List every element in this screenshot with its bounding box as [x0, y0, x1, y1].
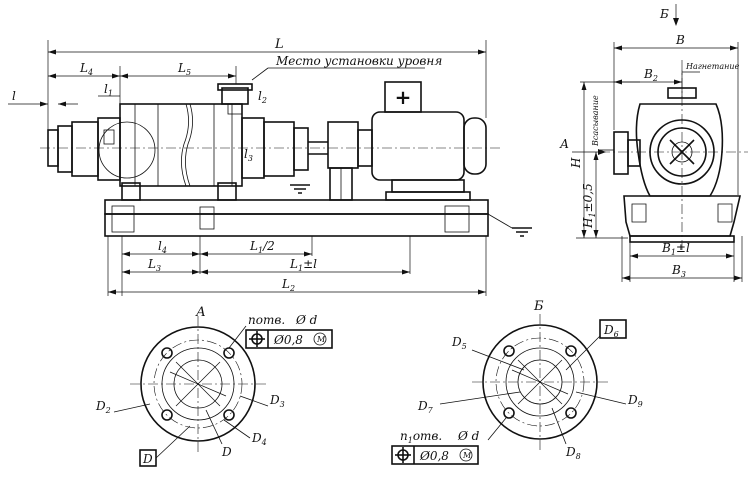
bearing-housing-left: [71, 121, 99, 177]
svg-text:M: M: [316, 335, 326, 344]
end-view: Б B B2 Нагнетание Всасывание: [559, 4, 748, 282]
label-tol-B: Ø0,8: [419, 449, 449, 463]
suction-flange-circle: [98, 121, 156, 179]
terminal-box: [384, 81, 422, 113]
base-frame-bottom: [104, 213, 489, 237]
pump-foot-right: [217, 182, 237, 201]
label-l: l: [12, 89, 16, 103]
bolt-hole: [223, 409, 235, 421]
coupling-guard: [327, 121, 359, 169]
label-holes-B: n1отв.: [400, 429, 442, 445]
label-D9: D9: [627, 393, 643, 409]
flange-view-B: Б D5 D6 D7 D9 D8 n1отв. Ø d Ø0,: [391, 299, 643, 465]
bolt-hole: [503, 345, 515, 357]
ground-symbol-1: [290, 184, 310, 194]
label-holes-A: nотв.: [248, 313, 285, 327]
bolt-hole: [565, 407, 577, 419]
motor-foot: [391, 179, 465, 193]
label-diam-d-A: Ø d: [295, 313, 318, 327]
label-B1: B1±l: [661, 241, 690, 257]
label-l3: l3: [244, 147, 253, 163]
label-L2: L2: [281, 277, 295, 293]
label-B: B: [675, 33, 685, 47]
label-L1-tol: L1±l: [289, 257, 317, 273]
label-L3-bottom: L3: [147, 257, 161, 273]
svg-text:M: M: [462, 451, 472, 460]
label-D8: D8: [565, 445, 581, 461]
motor-fan-cover: [463, 117, 487, 175]
base-pocket-mid: [199, 206, 215, 230]
label-l2: l2: [258, 89, 267, 105]
label-view-B-arrow: Б: [659, 7, 669, 21]
discharge-flange: [217, 83, 253, 91]
flange-view-A: А nотв. Ø d Ø0,8 M D2 D3 D4 D: [95, 305, 333, 467]
label-D7: D7: [417, 399, 434, 415]
bolt-hole: [161, 347, 173, 359]
side-view: + L L4 L5 l l1 l2 l3: [8, 37, 532, 296]
label-L: L: [274, 37, 284, 52]
label-D4: D4: [251, 431, 267, 447]
label-view-A: А: [195, 305, 206, 320]
terminal-plus-icon: +: [395, 85, 412, 109]
label-D3: D3: [269, 393, 285, 409]
label-l4-bottom: l4: [158, 239, 167, 255]
base-pocket-right: [444, 205, 470, 233]
pump-foot-left: [121, 182, 141, 201]
label-D6: D6: [603, 323, 619, 339]
mmc-icon: [459, 448, 473, 462]
datum-box-D6: [599, 319, 627, 339]
bolt-hole: [565, 345, 577, 357]
pump-end-left: [97, 117, 121, 181]
end-suction-flange: [613, 131, 629, 175]
cover-right: [293, 127, 309, 171]
label-discharge: Нагнетание: [685, 62, 740, 71]
label-H: H: [569, 157, 583, 169]
label-l1: l1: [104, 82, 113, 98]
bolt-hole: [503, 407, 515, 419]
cover-left: [57, 125, 73, 173]
ground-symbol-2: [512, 227, 532, 237]
label-diam-d-B: Ø d: [457, 429, 480, 443]
label-suction: Всасывание: [591, 95, 600, 147]
mmc-icon: [313, 332, 327, 346]
label-B3: B3: [671, 263, 686, 279]
label-view-B: Б: [533, 299, 544, 314]
label-D: D: [221, 445, 232, 459]
base-pocket-left: [111, 205, 135, 233]
motor-body: [371, 111, 465, 181]
base-frame-top: [104, 199, 489, 215]
label-A-arrow: А: [559, 137, 569, 151]
label-L5: L5: [177, 61, 191, 77]
label-D5: D5: [451, 335, 467, 351]
label-H1: H1±0,5: [581, 183, 597, 229]
label-L4: L4: [79, 61, 93, 77]
label-level-place: Место установки уровня: [275, 54, 442, 68]
label-tol-A: Ø0,8: [273, 333, 303, 347]
label-L1-half: L1/2: [249, 239, 275, 255]
label-B2: B2: [643, 67, 658, 83]
pump-body: [119, 103, 243, 187]
svg-text:D: D: [142, 452, 153, 466]
label-D2: D2: [95, 399, 111, 415]
bearing-housing-right: [263, 121, 295, 177]
bolt-hole: [161, 409, 173, 421]
